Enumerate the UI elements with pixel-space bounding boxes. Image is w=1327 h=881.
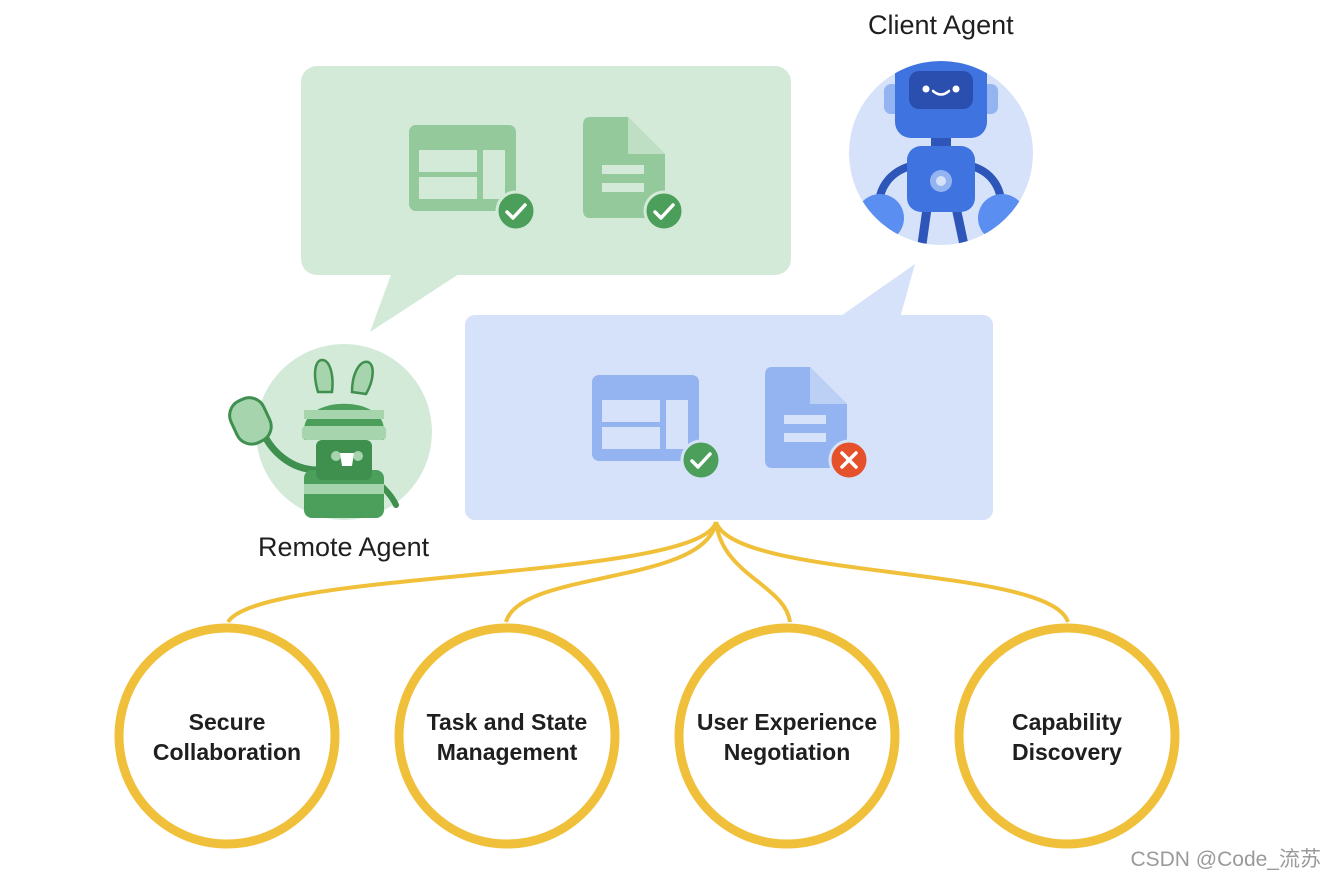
capability-label-line: Discovery (1012, 739, 1122, 765)
connector-user-experience-negotiation (714, 521, 792, 623)
capability-label-line: Task and State (426, 709, 588, 735)
capability-label-user-experience-negotiation: User Experience Negotiation (687, 707, 887, 767)
client-agent-bubble (465, 264, 993, 520)
capability-label-line: Capability (1012, 709, 1122, 735)
capability-circles (114, 623, 1180, 849)
capability-label-secure-collaboration: Secure Collaboration (127, 707, 327, 767)
check-badge-icon (680, 439, 722, 481)
check-badge-icon (643, 190, 685, 232)
capability-circle-user-experience-negotiation (674, 623, 900, 849)
capability-label-capability-discovery: Capability Discovery (967, 707, 1167, 767)
table-icon (409, 125, 516, 211)
capability-circle-task-state-management (394, 623, 620, 849)
watermark: CSDN @Code_流苏 (1130, 848, 1321, 871)
remote-robot-icon (228, 344, 432, 520)
capability-label-line: Negotiation (723, 739, 851, 765)
capability-label-task-state-management: Task and State Management (407, 707, 607, 767)
error-badge-icon (828, 439, 870, 481)
capability-circle-secure-collaboration (114, 623, 340, 849)
capability-label-line: Secure (188, 709, 266, 735)
connector-lines (226, 521, 1070, 624)
connector-capability-discovery (714, 521, 1070, 623)
capability-label-line: Collaboration (152, 739, 302, 765)
document-icon (583, 117, 665, 218)
remote-agent-bubble (301, 66, 791, 332)
capability-label-line: User Experience (696, 709, 878, 735)
connector-task-state-management (504, 521, 718, 623)
capability-label-line: Management (436, 739, 578, 765)
document-icon (765, 367, 847, 468)
remote-agent-label: Remote Agent (258, 532, 430, 562)
client-robot-icon (849, 61, 1033, 245)
capability-circle-capability-discovery (954, 623, 1180, 849)
table-icon (592, 375, 699, 461)
check-badge-icon (495, 190, 537, 232)
connector-secure-collaboration (226, 521, 718, 624)
client-agent-label: Client Agent (868, 10, 1014, 40)
